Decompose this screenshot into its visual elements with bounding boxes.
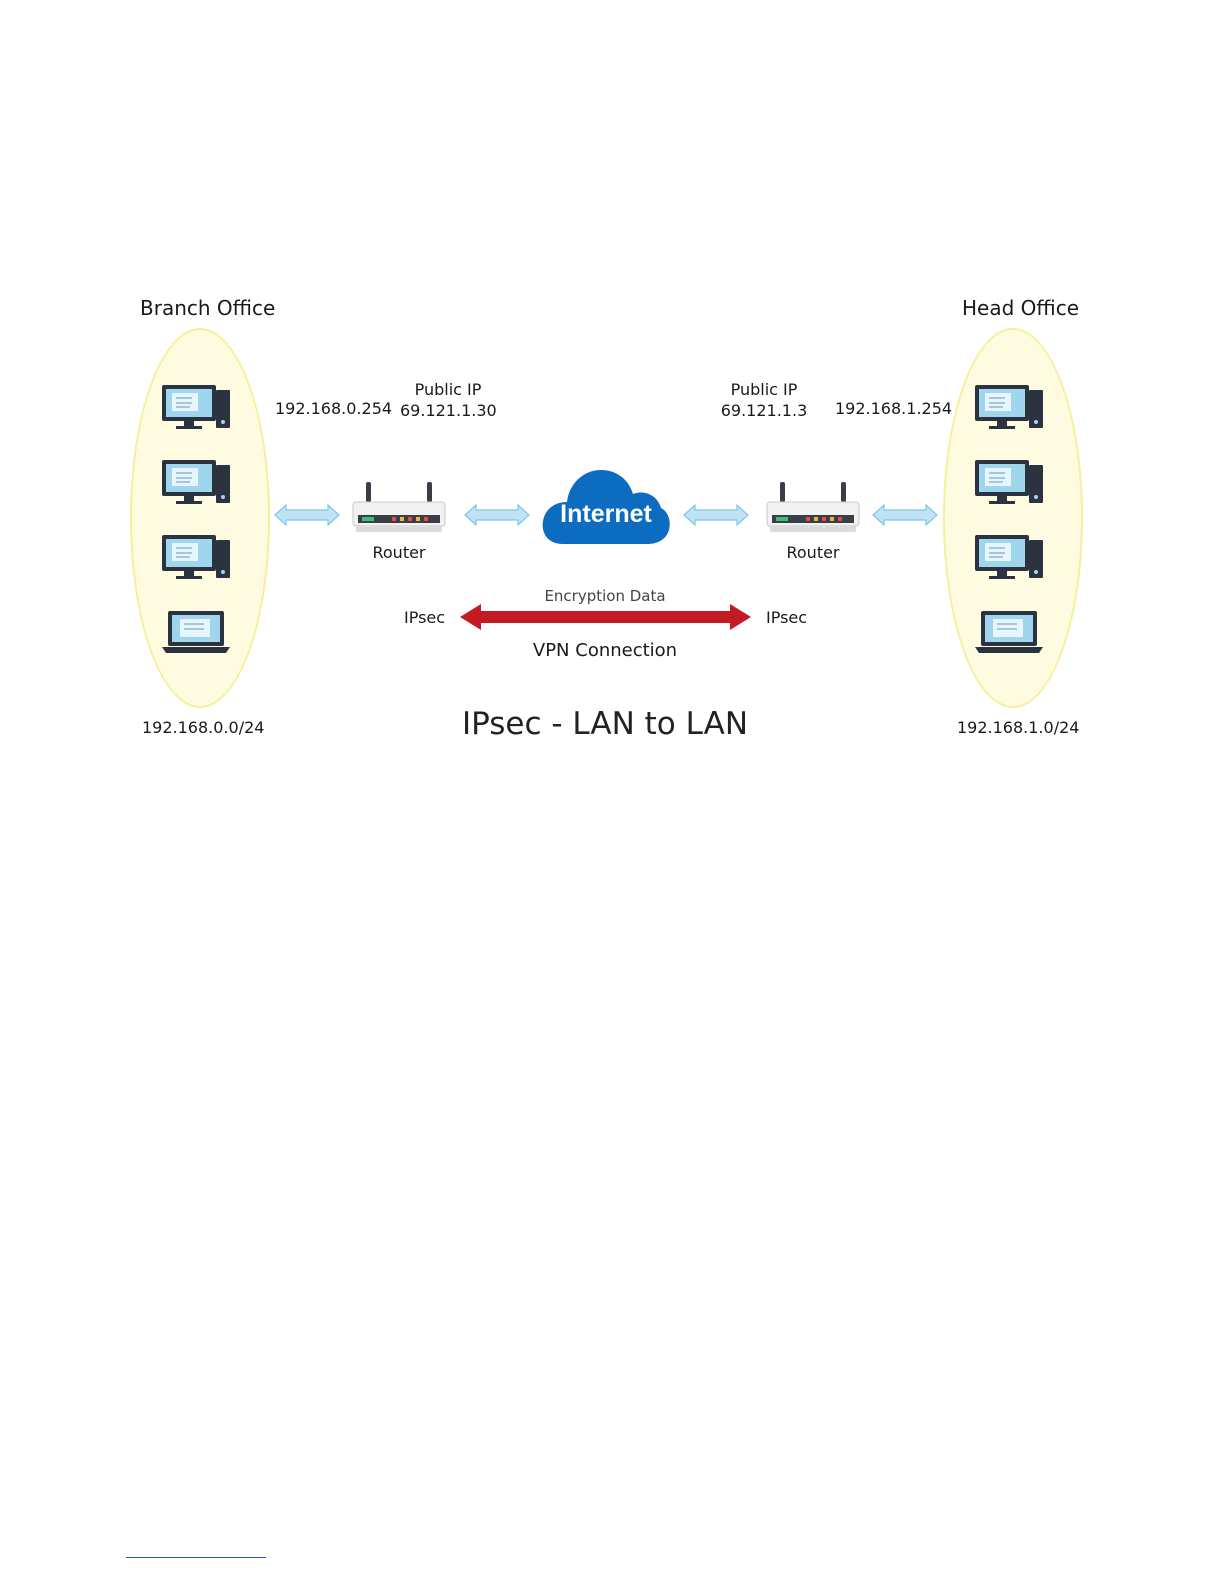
diagram-title: IPsec - LAN to LAN	[405, 706, 805, 742]
branch-lan-ip: 192.168.0.254	[275, 399, 392, 418]
ipsec-right-label: IPsec	[766, 608, 807, 627]
head-public-ip-label: Public IP	[716, 380, 812, 399]
branch-subnet: 192.168.0.0/24	[142, 718, 264, 737]
head-router-label: Router	[773, 543, 853, 562]
link-arrow	[683, 504, 749, 526]
branch-public-ip-label: Public IP	[400, 380, 496, 399]
vpn-tunnel-arrow	[459, 603, 752, 631]
desktop-computer-icon	[160, 384, 232, 430]
head-office-title: Head Office	[962, 296, 1079, 320]
desktop-computer-icon	[973, 459, 1045, 505]
desktop-computer-icon	[160, 459, 232, 505]
branch-public-ip-value: 69.121.1.30	[400, 401, 496, 420]
vpn-connection-label: VPN Connection	[505, 640, 705, 661]
footer-divider	[126, 1557, 266, 1558]
link-arrow	[274, 504, 340, 526]
laptop-icon	[975, 610, 1043, 654]
router-icon	[766, 482, 860, 534]
desktop-computer-icon	[160, 534, 232, 580]
laptop-icon	[162, 610, 230, 654]
head-lan-ip: 192.168.1.254	[835, 399, 952, 418]
internet-label: Internet	[541, 500, 671, 529]
ipsec-left-label: IPsec	[404, 608, 445, 627]
router-icon	[352, 482, 446, 534]
desktop-computer-icon	[973, 534, 1045, 580]
link-arrow	[872, 504, 938, 526]
head-public-ip-value: 69.121.1.3	[716, 401, 812, 420]
head-subnet: 192.168.1.0/24	[957, 718, 1079, 737]
branch-office-title: Branch Office	[140, 296, 275, 320]
branch-router-label: Router	[359, 543, 439, 562]
link-arrow	[464, 504, 530, 526]
desktop-computer-icon	[973, 384, 1045, 430]
